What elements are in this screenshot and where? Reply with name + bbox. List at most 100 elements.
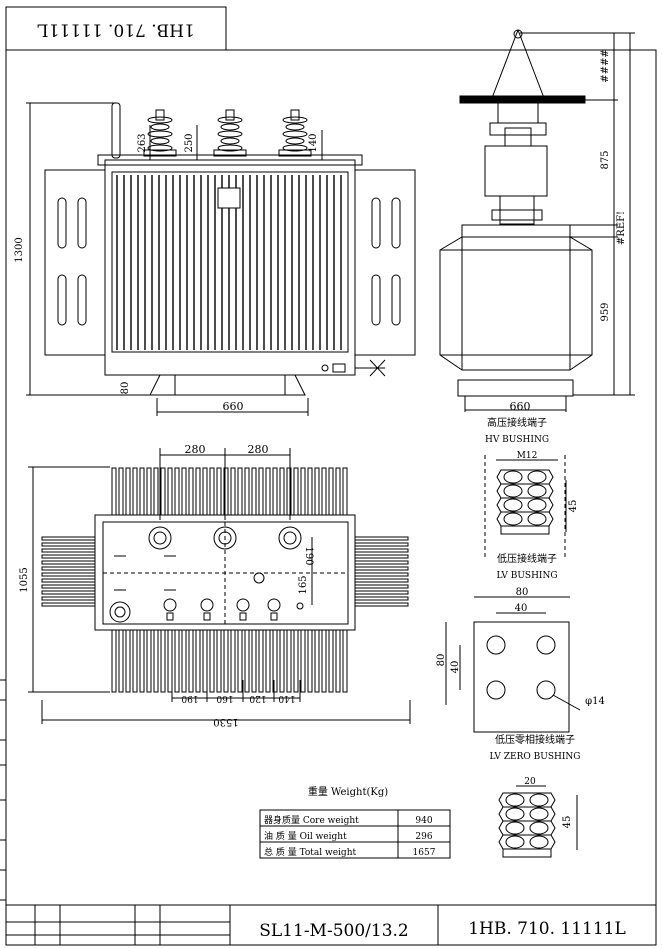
nameplate [217, 187, 241, 209]
fin [354, 566, 409, 571]
lv-terminal [239, 612, 247, 621]
lifting-cables [491, 29, 545, 99]
top-view: 280 280 1055 1530 190 160 120 140 190 16… [19, 443, 411, 727]
hv-bushing-core [283, 531, 297, 545]
side-base [457, 379, 574, 397]
nut-face [529, 835, 549, 849]
dim-y-2: 165 [298, 575, 309, 594]
top-fins-upper [111, 467, 348, 516]
zero-width: 20 [524, 777, 536, 787]
corrugated-fins [116, 175, 342, 350]
side-view: 660 #### 875 #REF! 959 [439, 29, 635, 413]
nut [496, 469, 554, 485]
fin [132, 629, 138, 693]
fin [111, 629, 117, 693]
fin [265, 467, 271, 516]
nut-face [503, 512, 523, 526]
fin [41, 542, 96, 547]
bushing-shed [147, 116, 173, 124]
dim-pitch-2: 280 [248, 443, 269, 456]
fin [300, 629, 306, 693]
bushing-shed [285, 123, 305, 131]
fin [181, 629, 187, 693]
lv-bushing-top [200, 598, 214, 612]
fin [335, 467, 341, 516]
dim-base-h: 80 [120, 382, 131, 395]
left-radiator-slots [57, 197, 87, 326]
fin [41, 602, 96, 607]
nut-face [503, 484, 523, 498]
dim-height: 1300 [14, 237, 25, 262]
front-view: 1300 263 250 140 80 660 [14, 102, 416, 416]
fin [174, 467, 180, 516]
fin [354, 578, 409, 583]
fin [41, 560, 96, 565]
fin [258, 629, 264, 693]
hv-bushing-top [213, 526, 237, 550]
fin [354, 572, 409, 577]
fin [132, 467, 138, 516]
fin [118, 629, 124, 693]
drawing-number: 1HB. 710. 11111L [468, 919, 626, 939]
fin [41, 578, 96, 583]
nut-face [505, 807, 525, 821]
fin [335, 629, 341, 693]
oil-plug [296, 602, 304, 610]
weight-table: 重量 Weight(Kg) 器身质量 Core weight 940 油 质 量… [259, 785, 451, 859]
nut-face [505, 835, 525, 849]
bushing-shed [217, 144, 243, 152]
fin [354, 548, 409, 553]
lv-terminal [166, 612, 174, 621]
lv-title-en: LV BUSHING [496, 571, 557, 581]
bushing-base [213, 149, 247, 157]
lv-zero-bushing-top [109, 601, 131, 623]
fin [209, 467, 215, 516]
base-skid [149, 374, 306, 396]
fin [160, 467, 166, 516]
nut-face [529, 793, 549, 807]
hv-bushing [213, 109, 247, 157]
fin [307, 629, 313, 693]
fin [41, 584, 96, 589]
lv-inner-w: 40 [515, 603, 528, 614]
fin [146, 467, 152, 516]
nut-face [527, 470, 547, 484]
zero-height: 45 [562, 816, 573, 829]
bushing-shed [220, 123, 240, 131]
top-fins-lower [111, 629, 348, 693]
bushing-base [278, 149, 312, 157]
fin [244, 629, 250, 693]
hv-title-en: HV BUSHING [485, 435, 549, 445]
nut-face [503, 470, 523, 484]
drain-valve [321, 359, 386, 377]
hv-bushing-core [153, 531, 167, 545]
hv-bushing-top [278, 526, 302, 550]
fin [354, 560, 409, 565]
fin [111, 467, 117, 516]
bushing-shed [217, 116, 243, 124]
lv-bushing-top [267, 598, 281, 612]
fin [354, 584, 409, 589]
fin [354, 596, 409, 601]
fin [139, 629, 145, 693]
bushing-shed [147, 130, 173, 138]
fin [321, 467, 327, 516]
fin [293, 467, 299, 516]
top-stamp-box [5, 6, 227, 51]
fin [41, 572, 96, 577]
bushing-cap [504, 127, 532, 147]
lv-outer-h: 80 [436, 654, 447, 667]
fin [41, 596, 96, 601]
upper-body [484, 145, 548, 197]
fin [314, 467, 320, 516]
fin [293, 629, 299, 693]
dim-lv-3: 120 [249, 693, 266, 703]
hv-height: 45 [568, 500, 579, 513]
tank-body [104, 159, 356, 376]
fin [153, 467, 159, 516]
fin [202, 629, 208, 693]
fin [314, 629, 320, 693]
dim-pitch-1: 280 [185, 443, 206, 456]
fin [265, 629, 271, 693]
